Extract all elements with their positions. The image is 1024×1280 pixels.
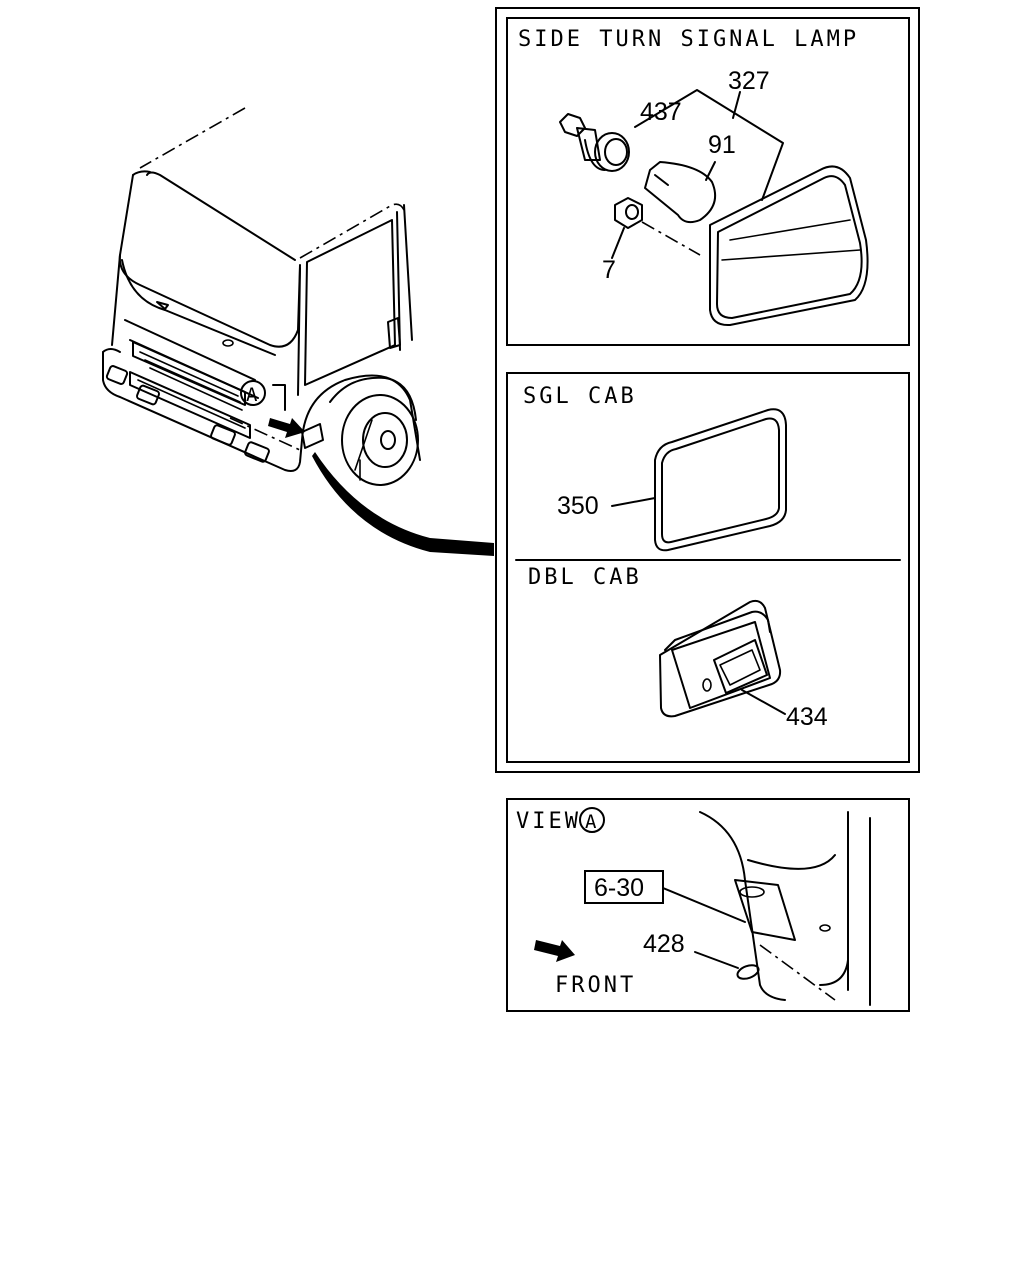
detail-frame: [495, 7, 920, 773]
panel-title-side-turn-signal-lamp: SIDE TURN SIGNAL LAMP: [518, 27, 859, 52]
front-arrow-icon: [534, 940, 575, 962]
panel-title-sgl-cab: SGL CAB: [523, 384, 637, 409]
front-label: FRONT: [555, 973, 636, 998]
lamp-housing-part: [709, 165, 869, 327]
callout-7: 7: [602, 256, 616, 284]
panel-title-view: VIEW: [516, 809, 581, 834]
view-a-marker-letter: A: [246, 384, 258, 406]
view-circle-letter: A: [585, 811, 597, 833]
bulb-part: [644, 161, 716, 224]
callout-434: 434: [786, 703, 828, 731]
dbl-cab-lamp-part: [659, 599, 782, 718]
callout-91: 91: [708, 131, 736, 159]
callout-350: 350: [557, 492, 599, 520]
reference-6-30: 6-30: [594, 874, 644, 902]
grommet-part: [736, 964, 760, 980]
socket-part: [559, 113, 630, 172]
panel-title-dbl-cab: DBL CAB: [528, 565, 642, 590]
circle-a-marker: [240, 380, 266, 406]
circle-a-icon: [579, 807, 605, 833]
callout-327: 327: [728, 67, 770, 95]
callout-428: 428: [643, 930, 685, 958]
callout-437: 437: [640, 98, 682, 126]
leader-band: [312, 452, 494, 556]
panel-view-a: VIEW A 6-30 428 FRONT: [506, 798, 910, 1012]
nut-part: [614, 197, 643, 229]
reference-box: [584, 870, 664, 904]
panel-side-turn-signal-lamp: SIDE TURN SIGNAL LAMP: [506, 17, 910, 346]
truck-cab-illustration: A: [102, 107, 494, 556]
sgl-cab-lamp-part: [654, 408, 787, 552]
view-arrow-icon: [268, 418, 305, 438]
panel-cab-variants: SGL CAB 350 DBL CAB 434: [506, 372, 910, 763]
